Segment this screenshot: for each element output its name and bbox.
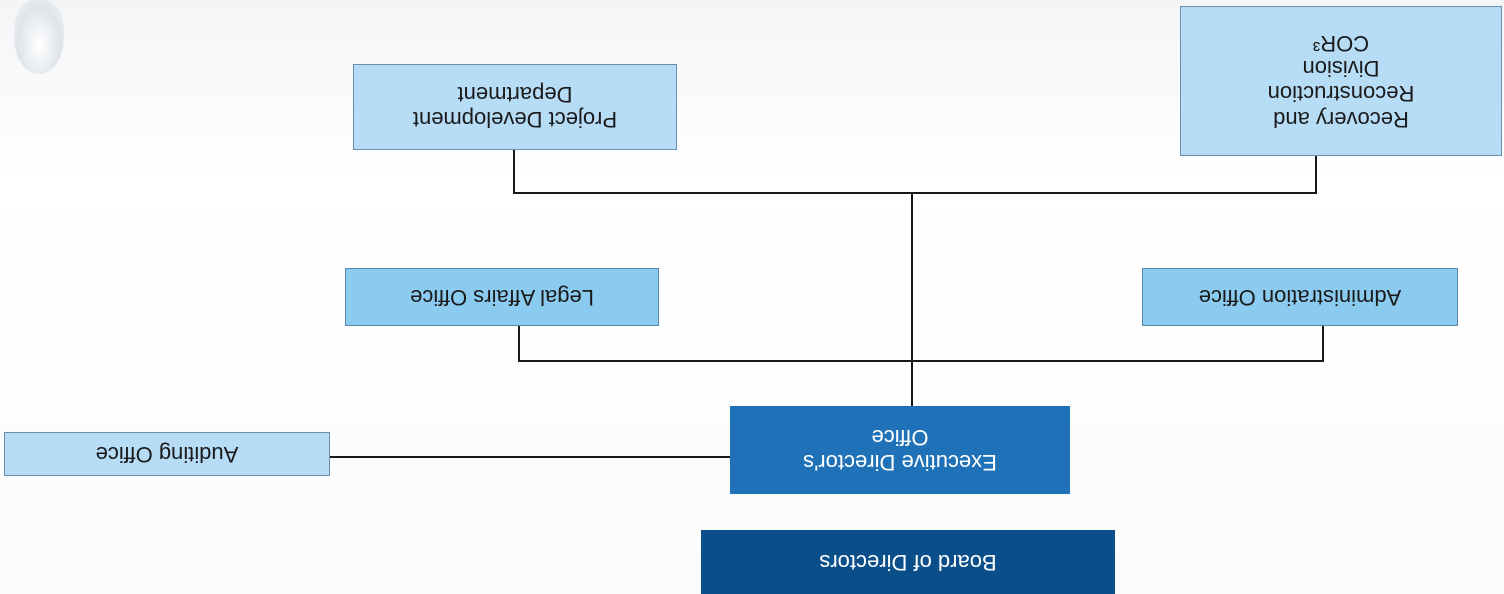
auditing-office-label: Auditing Office [95,441,239,467]
administration-office-label: Administration Office [1198,284,1402,310]
board-of-directors-label: Board of Directors [819,549,997,575]
connector-admin-drop [1322,324,1324,362]
recovery-label-line2: Reconstruction [1267,81,1415,107]
executive-directors-office-box: Executive Director's Office [730,406,1070,494]
administration-office-box: Administration Office [1142,268,1458,326]
executive-office-label-line2: Office [871,425,929,450]
connector-main-spine [911,192,913,408]
water-drop-decoration [14,0,64,74]
board-of-directors-box: Board of Directors [701,530,1115,594]
auditing-office-box: Auditing Office [4,432,330,476]
recovery-reconstruction-division-box: Recovery and Reconstruction Division COR… [1180,6,1502,156]
connector-level3-bar [513,192,1317,194]
legal-affairs-office-box: Legal Affairs Office [345,268,659,326]
recovery-label-line3: Division [1302,56,1380,81]
connector-recovery-drop [1315,156,1317,194]
connector-legal-drop [518,324,520,362]
project-development-department-box: Project Development Department [353,64,677,150]
executive-office-label-line1: Executive Director's [803,450,997,476]
project-development-label-line1: Project Development [412,107,618,133]
recovery-label-line1: Recovery and [1273,106,1409,132]
legal-affairs-office-label: Legal Affairs Office [410,284,594,310]
recovery-label-line4: COR³ [1312,30,1370,56]
connector-project-drop [513,150,515,194]
connector-level2-bar [518,360,1324,362]
project-development-label-line2: Department [457,82,573,107]
